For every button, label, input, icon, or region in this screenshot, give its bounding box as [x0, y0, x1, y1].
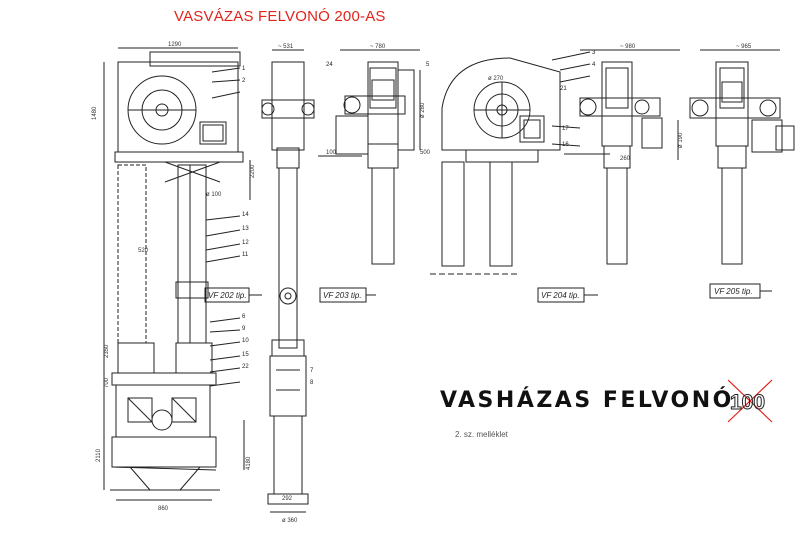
type-label-vf205: VF 205 tip. [714, 287, 753, 296]
type-label-frames [204, 283, 772, 303]
dimension-label: ø 280 [420, 102, 426, 118]
callout-number: 21 [560, 86, 567, 92]
dimension-label: 860 [158, 506, 169, 512]
callout-number: 14 [242, 212, 249, 218]
head-housing [117, 61, 239, 153]
dimension-label: 1290 [168, 42, 182, 48]
callout-number: 7 [310, 368, 314, 374]
callout-number: 2 [242, 78, 246, 84]
front-view-6 [677, 49, 795, 265]
callout-number: 17 [562, 126, 569, 132]
type-label-vf203: VF 203 tip. [323, 291, 362, 300]
dimension-label: 2200 [250, 164, 256, 178]
callout-number: 6 [242, 314, 246, 320]
drawing-main-title: VASHÁZAS FELVONÓ [440, 388, 734, 413]
callout-number: 1 [242, 66, 246, 72]
callout-number: 15 [242, 352, 249, 358]
profile-view-2 [261, 49, 315, 513]
front-view-3 [318, 49, 421, 265]
dimension-label: ø 100 [206, 192, 222, 198]
dimension-label: 500 [420, 150, 431, 156]
type-label-vf204: VF 204 tip. [541, 291, 580, 300]
dimension-label: ~ 531 [278, 44, 294, 50]
callout-number: 11 [242, 252, 249, 258]
cross-out-mark [727, 379, 773, 423]
dimension-label: ø 360 [282, 518, 298, 524]
callout-number: 22 [242, 364, 249, 370]
dimension-label: 700 [104, 377, 110, 388]
elevation-view-left [103, 47, 251, 501]
dimension-label: 2350 [104, 344, 110, 358]
callout-number: 8 [310, 380, 314, 386]
dimension-label: 1480 [92, 106, 98, 120]
dimension-label: ø 190 [678, 132, 684, 148]
dimension-label: ~ 780 [370, 44, 386, 50]
front-view-5 [564, 49, 680, 265]
callout-number: 24 [326, 62, 333, 68]
callout-number: 4 [592, 62, 596, 68]
dimension-label: ø 270 [488, 76, 504, 82]
dimension-label: 100 [326, 150, 337, 156]
dimension-label: 2110 [96, 448, 102, 462]
callout-number: 10 [242, 338, 249, 344]
callout-number: 5 [426, 62, 430, 68]
callout-number: 3 [592, 50, 596, 56]
crossed-number: 100 [730, 391, 765, 414]
attachment-note: 2. sz. melléklet [455, 430, 508, 439]
callout-number: 16 [562, 142, 569, 148]
dimension-label: 4180 [246, 456, 252, 470]
callout-number: 12 [242, 240, 249, 246]
callout-number: 9 [242, 326, 246, 332]
front-view-4 [430, 51, 591, 275]
dimension-label: 292 [282, 496, 293, 502]
type-label-vf202: VF 202 tip. [208, 291, 247, 300]
callout-number: 13 [242, 226, 249, 232]
drawing-title-red: VASVÁZAS FELVONÓ 200-AS [174, 8, 386, 25]
dimension-label: 520 [138, 248, 149, 254]
dimension-label: 260 [620, 156, 631, 162]
dimension-label: ~ 965 [736, 44, 752, 50]
dimension-label: ~ 980 [620, 44, 636, 50]
